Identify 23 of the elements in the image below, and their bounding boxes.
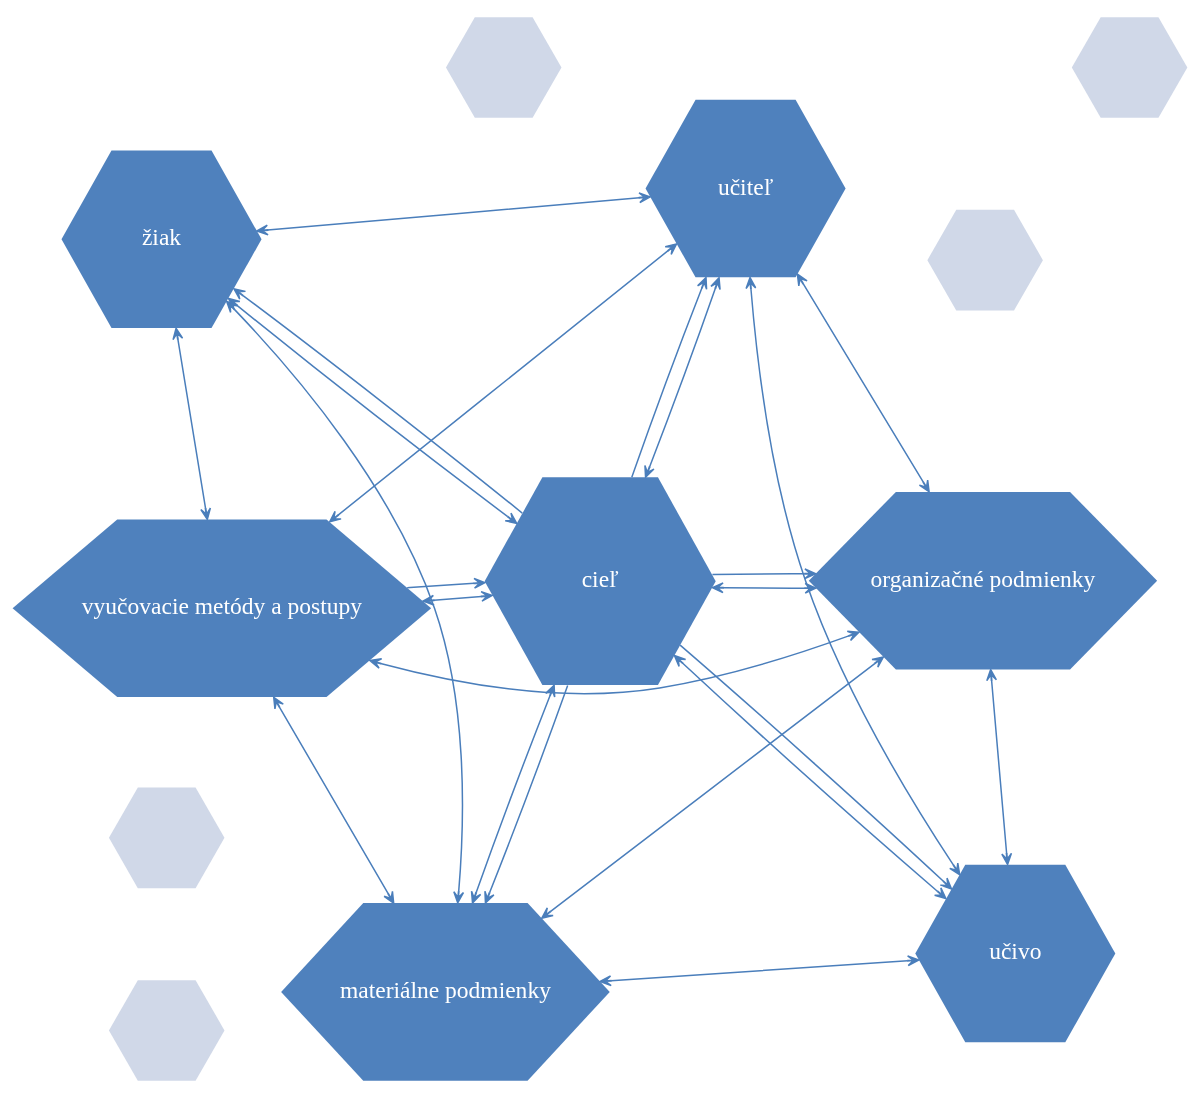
node-hexagon bbox=[108, 787, 225, 888]
arrow bbox=[711, 581, 817, 594]
arrow bbox=[369, 630, 860, 694]
arrow bbox=[631, 276, 708, 478]
arrow bbox=[422, 590, 493, 606]
node-hexagon bbox=[108, 979, 225, 1081]
arrow bbox=[406, 577, 486, 589]
arrow bbox=[470, 683, 556, 904]
arrow bbox=[599, 954, 920, 986]
arrow bbox=[172, 327, 212, 520]
arrow bbox=[644, 276, 721, 478]
arrow bbox=[256, 191, 651, 236]
node-hexagon bbox=[1071, 16, 1188, 118]
arrow bbox=[484, 684, 569, 904]
arrow bbox=[711, 567, 817, 579]
arrow bbox=[745, 276, 961, 875]
arrow bbox=[796, 272, 930, 492]
arrow bbox=[986, 668, 1013, 865]
arrow bbox=[272, 696, 395, 904]
arrow bbox=[328, 242, 678, 523]
node-hexagon bbox=[927, 209, 1043, 310]
arrow bbox=[540, 655, 885, 919]
node-hexagon bbox=[445, 16, 562, 118]
